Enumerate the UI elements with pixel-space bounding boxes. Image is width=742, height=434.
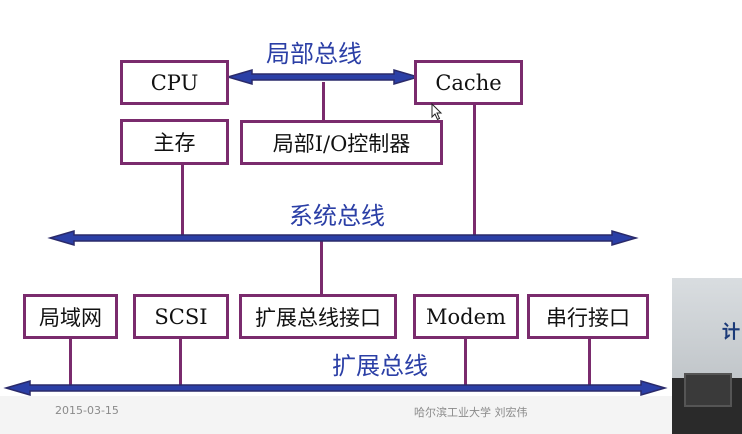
expansion-bus-interface-box: 扩展总线接口 — [239, 294, 397, 339]
wire-scsi-to-expansion-bus — [179, 338, 182, 388]
local-bus-label: 局部总线 — [266, 40, 362, 68]
local-bus-arrow — [225, 69, 421, 85]
wire-system-bus-to-expansion-interface — [320, 238, 323, 296]
video-monitor — [684, 373, 732, 407]
system-bus-label: 系统总线 — [289, 202, 385, 230]
video-overlay-text: 计 — [722, 322, 740, 343]
wire-cache-to-system-bus — [473, 104, 476, 238]
footer-author: 哈尔滨工业大学 刘宏伟 — [414, 406, 528, 419]
video-background-wall — [672, 278, 742, 388]
wire-memory-to-system-bus — [181, 164, 184, 238]
local-io-controller-box: 局部I/O控制器 — [240, 120, 443, 165]
wire-lan-to-expansion-bus — [69, 338, 72, 388]
cpu-box: CPU — [120, 60, 229, 105]
slide-footer — [0, 396, 742, 434]
mouse-cursor-icon — [431, 103, 443, 121]
lan-box: 局域网 — [23, 294, 118, 339]
video-overlay: 计 — [672, 278, 742, 434]
wire-serial-to-expansion-bus — [588, 338, 591, 388]
scsi-box: SCSI — [133, 294, 229, 339]
wire-modem-to-expansion-bus — [464, 338, 467, 388]
main-memory-box: 主存 — [120, 119, 229, 165]
wire-local-bus-to-io — [322, 82, 325, 122]
expansion-bus-label: 扩展总线 — [332, 352, 428, 380]
system-bus-arrow — [47, 230, 639, 246]
modem-box: Modem — [413, 294, 519, 339]
cache-box: Cache — [414, 60, 523, 105]
footer-date: 2015-03-15 — [55, 404, 119, 417]
serial-interface-box: 串行接口 — [527, 294, 649, 339]
expansion-bus-arrow — [3, 380, 668, 396]
